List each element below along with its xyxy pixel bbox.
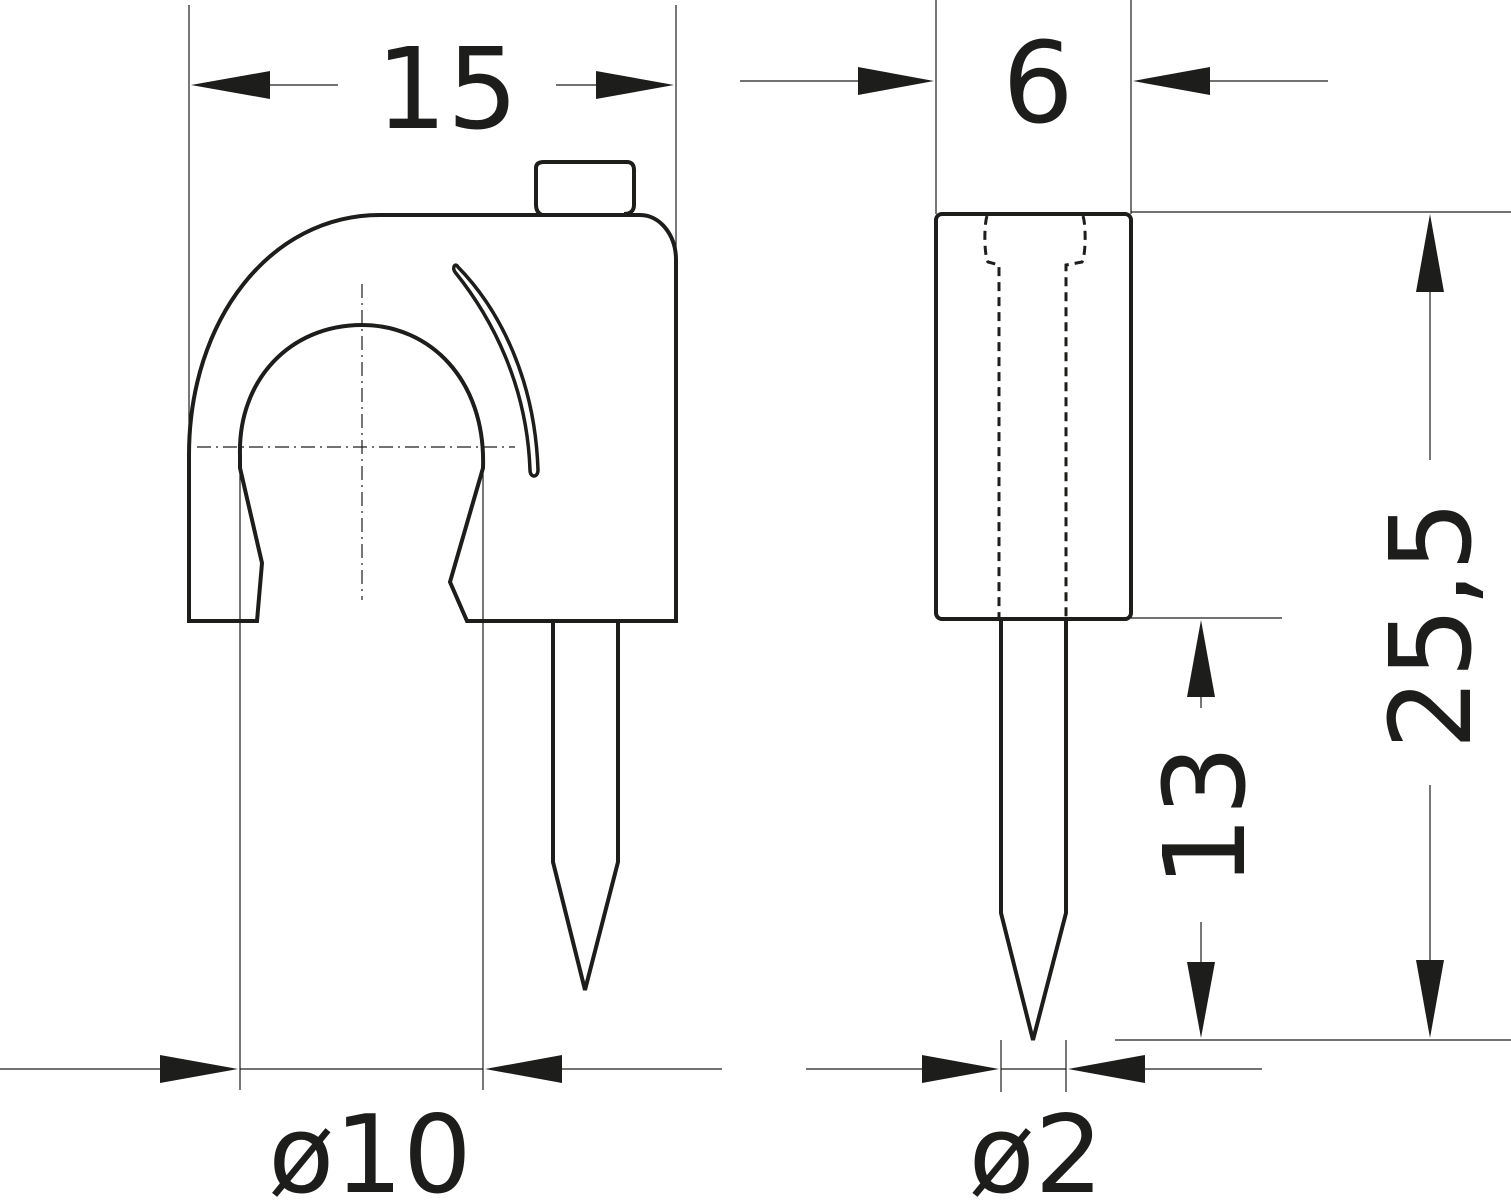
dim-label-o2: ø2 (969, 1093, 1104, 1200)
dim-label-15: 15 (376, 25, 519, 155)
clip-top-tab (533, 160, 636, 217)
front-view (187, 160, 678, 991)
side-extension-lines (935, 0, 1511, 1092)
dimension-cable-diameter (0, 1055, 722, 1083)
clip-slot (452, 263, 540, 478)
dimension-overall-width (191, 71, 674, 99)
side-body (934, 212, 1133, 621)
dim-label-13: 13 (1141, 745, 1271, 888)
dimension-side-width (740, 67, 1328, 95)
nail-side (999, 619, 1068, 1041)
nail-front (551, 621, 620, 991)
dim-label-6: 6 (1002, 19, 1073, 149)
dim-label-o10: ø10 (268, 1093, 472, 1200)
clip-body-outline (187, 213, 678, 623)
front-extension-lines (188, 5, 677, 1090)
hidden-nail-head (983, 215, 1087, 618)
dimension-nail-diameter (806, 1055, 1262, 1083)
side-view (934, 212, 1133, 1041)
dimension-total-height (1416, 214, 1444, 1038)
dimension-nail-length (1187, 620, 1215, 1038)
dim-label-25-5: 25,5 (1367, 500, 1497, 749)
